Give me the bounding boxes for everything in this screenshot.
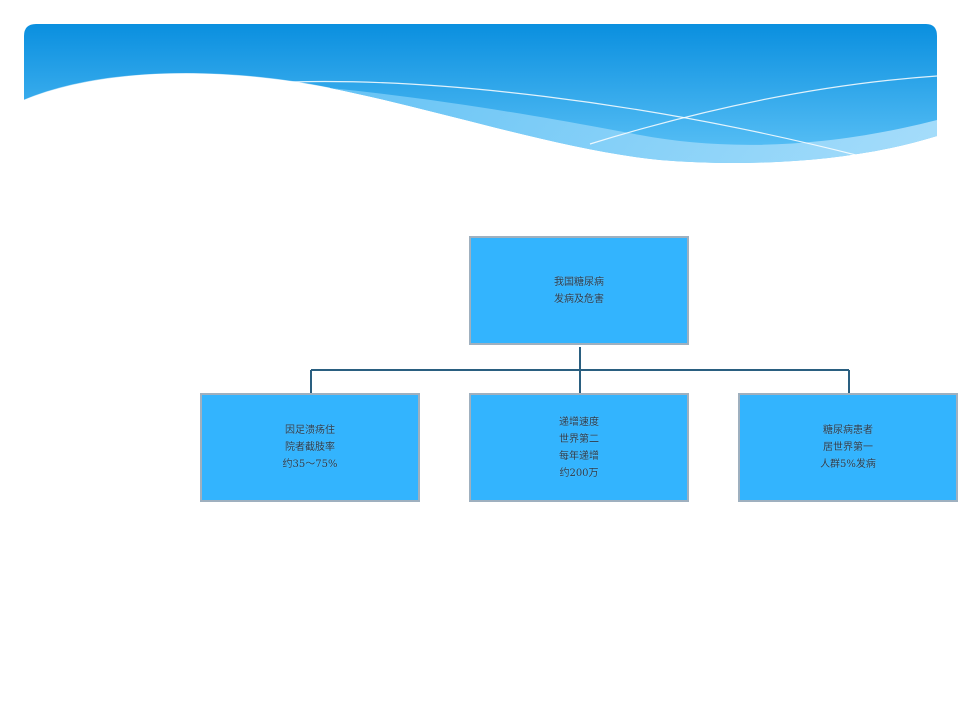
child-2-line-4: 约200万 (559, 467, 599, 479)
child-1-line-3: 约35～75% (282, 459, 338, 470)
root-line-1: 我国糖尿病 (554, 276, 604, 288)
child-3-line-1: 糖尿病患者 (823, 425, 873, 436)
child-3-line-3: 人群5%发病 (820, 459, 876, 470)
child-node-amputation: 因足溃疡住 院者截肢率 约35～75% (200, 393, 420, 502)
child-2-line-2: 世界第二 (559, 433, 599, 445)
root-node: 我国糖尿病 发病及危害 (469, 236, 689, 345)
child-3-line-2: 居世界第一 (823, 442, 873, 453)
child-1-line-1: 因足溃疡住 (285, 425, 335, 436)
child-1-line-2: 院者截肢率 (285, 442, 335, 453)
header-wave-banner (23, 24, 938, 163)
root-line-2: 发病及危害 (554, 293, 604, 305)
child-2-line-1: 递增速度 (559, 416, 599, 428)
child-node-patient-count: 糖尿病患者 居世界第一 人群5%发病 (738, 393, 958, 502)
child-node-growth-rate: 递增速度 世界第二 每年递增 约200万 (469, 393, 689, 502)
child-2-line-3: 每年递增 (559, 450, 599, 462)
